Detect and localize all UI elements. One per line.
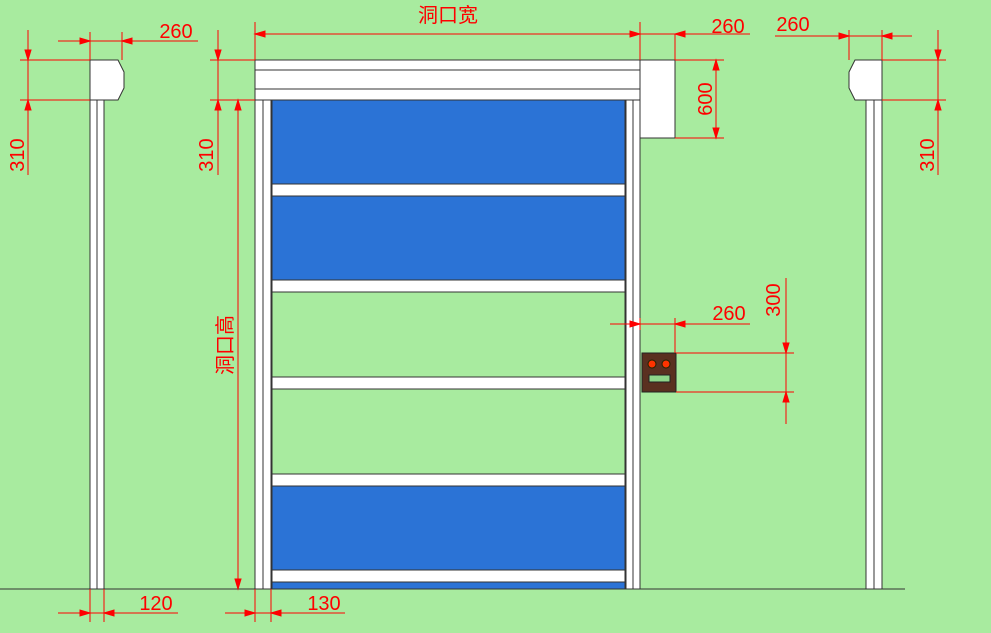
left-post-width-label: 260 — [159, 21, 192, 43]
curtain-slat — [271, 279, 626, 293]
right-post-height-label: 310 — [917, 138, 939, 171]
curtain-panel-blue — [271, 99, 626, 185]
left-post-height-label: 310 — [7, 138, 29, 171]
control-box-icon — [641, 352, 677, 393]
curtain-panel-blue — [271, 581, 626, 590]
door-side-height-label: 310 — [196, 138, 218, 171]
dimension-labels: 洞口宽 260 260 260 310 310 洞口高 310 600 260 … — [7, 4, 939, 615]
post-bottom-width-label: 120 — [139, 593, 172, 615]
opening-height-label: 洞口高 — [214, 315, 237, 375]
right-of-head-width-a-label: 260 — [711, 16, 744, 38]
curtain-slat — [271, 376, 626, 390]
door-curtain — [271, 99, 626, 590]
frame-bottom-width-label: 130 — [307, 593, 340, 615]
dimension-lines — [20, 22, 946, 622]
curtain-bottom-bar — [271, 569, 626, 583]
curtain-slat — [271, 183, 626, 197]
head-rail — [254, 59, 641, 101]
curtain-panel-blue — [271, 485, 626, 571]
right-of-head-width-b-label: 260 — [776, 14, 809, 36]
right-post — [848, 59, 883, 590]
curtain-panel-clear — [271, 291, 626, 378]
left-post-cap — [89, 59, 125, 101]
left-post — [89, 59, 125, 590]
curtain-panel-clear — [271, 388, 626, 475]
control-box-height-label: 300 — [763, 283, 785, 316]
opening-width-label: 洞口宽 — [418, 4, 478, 27]
head-box-height-label: 600 — [695, 82, 717, 115]
curtain-slat — [271, 473, 626, 487]
door-frame — [254, 59, 676, 590]
motor-box — [639, 59, 676, 139]
curtain-panel-blue — [271, 195, 626, 281]
right-post-cap — [848, 59, 883, 101]
control-offset-width-label: 260 — [712, 303, 745, 325]
